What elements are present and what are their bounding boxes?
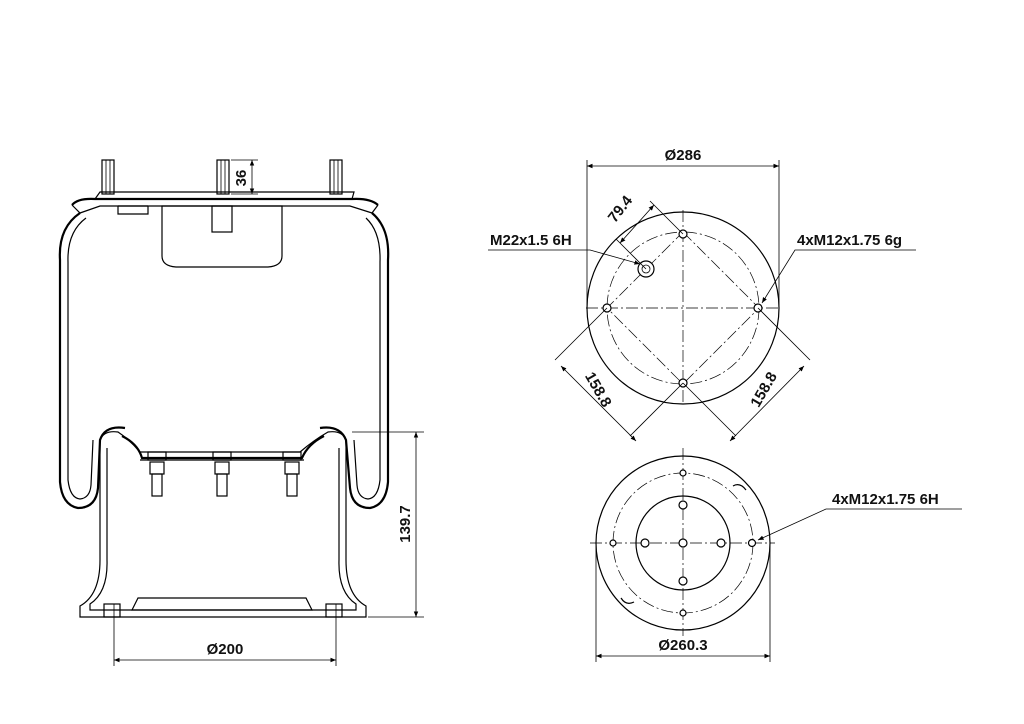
top-bead-plate bbox=[71, 191, 379, 215]
bottom-stud-right bbox=[282, 451, 302, 497]
callout-bottom-threads: 4xM12x1.75 6H bbox=[757, 491, 962, 541]
dim-bolt-spacing-right-label: 158.8 bbox=[747, 369, 780, 410]
dim-stud-length: 36 bbox=[231, 159, 258, 195]
callout-air-inlet-label: M22x1.5 6H bbox=[490, 232, 572, 249]
dim-height: 139.7 bbox=[352, 431, 424, 618]
bottom-stud-left bbox=[147, 451, 167, 497]
dim-top-diameter: Ø286 bbox=[586, 147, 780, 308]
dim-piston-diameter-label: Ø200 bbox=[207, 641, 244, 658]
dim-stud-length-label: 36 bbox=[233, 170, 250, 187]
top-stud-left bbox=[101, 159, 115, 195]
callout-top-studs-label: 4xM12x1.75 6g bbox=[797, 232, 902, 249]
top-stud-center bbox=[216, 159, 230, 195]
callout-air-inlet: M22x1.5 6H bbox=[488, 232, 641, 265]
callout-top-studs: 4xM12x1.75 6g bbox=[761, 232, 916, 304]
dim-bottom-diameter-label: Ø260.3 bbox=[658, 637, 707, 654]
top-stud-right bbox=[329, 159, 343, 195]
dim-inlet-offset-label: 79.4 bbox=[605, 192, 637, 226]
top-view: Ø286 79.4 158.8 158.8 M22x1.5 6H 4 bbox=[488, 147, 916, 442]
dim-height-label: 139.7 bbox=[397, 505, 414, 543]
dim-top-diameter-label: Ø286 bbox=[665, 147, 702, 164]
bottom-view: Ø260.3 4xM12x1.75 6H bbox=[590, 448, 962, 662]
dim-bolt-spacing-right: 158.8 bbox=[682, 307, 811, 442]
rubber-bumper bbox=[161, 205, 283, 268]
side-view: 36 139.7 Ø200 bbox=[58, 159, 424, 666]
bottom-stud-center bbox=[212, 451, 232, 497]
dim-bolt-spacing-left-label: 158.8 bbox=[581, 369, 614, 410]
callout-bottom-threads-label: 4xM12x1.75 6H bbox=[832, 491, 939, 508]
bottom-hole-center bbox=[678, 538, 688, 548]
dim-piston-diameter: Ø200 bbox=[113, 604, 337, 666]
dim-bottom-diameter: Ø260.3 bbox=[595, 543, 771, 662]
rubber-bellows bbox=[58, 212, 390, 510]
dim-bolt-spacing-left: 158.8 bbox=[554, 307, 684, 442]
bottom-thread-hole-right bbox=[747, 538, 757, 548]
